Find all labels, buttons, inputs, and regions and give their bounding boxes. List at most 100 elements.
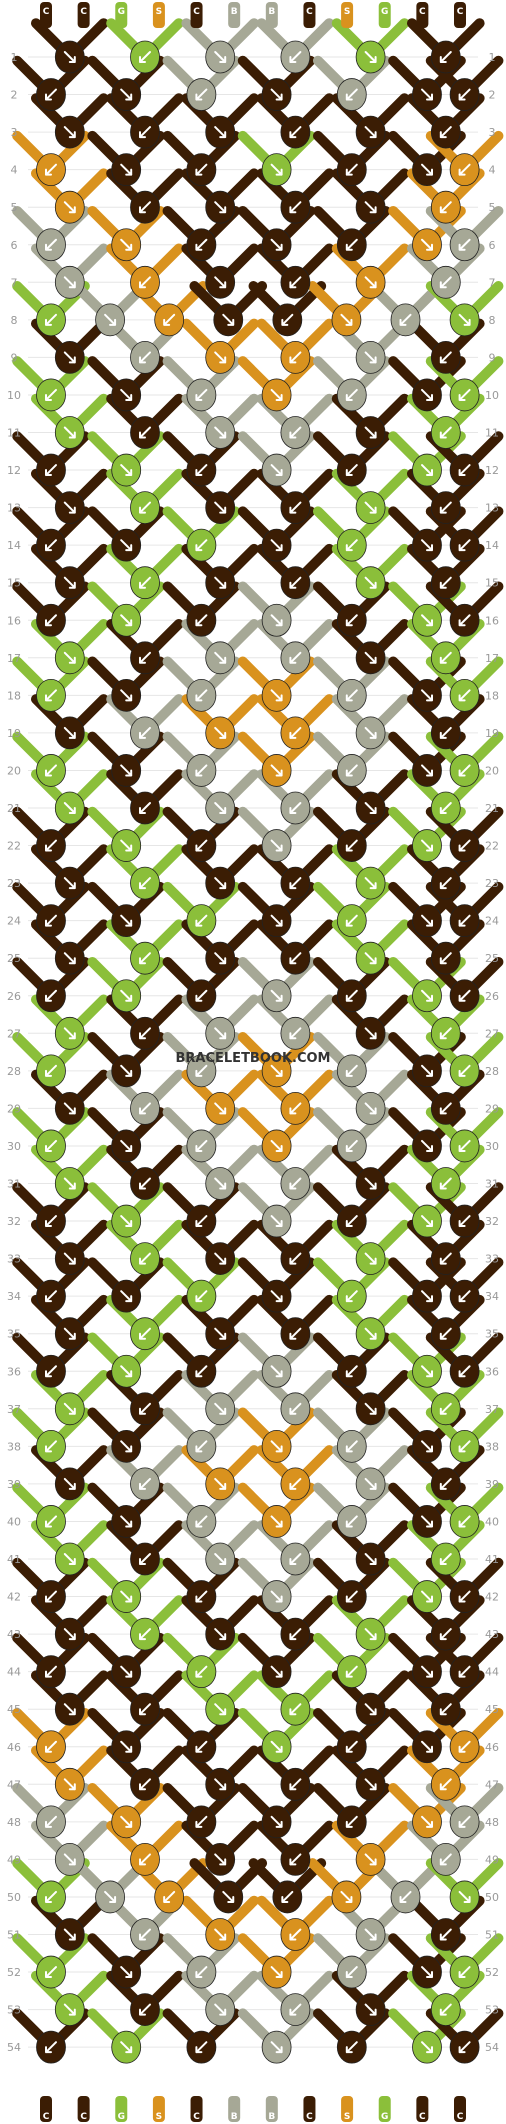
knot-arrow-icon [364, 576, 377, 589]
knot-arrow-icon [120, 1665, 133, 1678]
knot-arrow-icon [345, 1966, 358, 1979]
knot-arrow-icon [45, 614, 57, 627]
knot-arrow-icon [345, 388, 358, 401]
knot-arrow-icon [45, 1740, 57, 1753]
row-label-right: 3 [489, 126, 496, 139]
row-label-left: 46 [7, 1741, 21, 1754]
knot-arrow-icon [289, 426, 302, 439]
knot-arrow-icon [195, 1139, 208, 1152]
row-label-right: 38 [485, 1440, 499, 1453]
knot-arrow-icon [458, 839, 471, 852]
knot-arrow-icon [439, 1853, 452, 1866]
string-letter-bottom: C [43, 2112, 50, 2122]
knot-arrow-icon [214, 501, 227, 514]
knot-arrow-icon [120, 1740, 133, 1753]
knot-arrow-icon [270, 2041, 283, 2054]
row-label-left: 26 [7, 990, 21, 1003]
string-tail-bottom [341, 2096, 354, 2122]
knot-arrow-icon [458, 1665, 471, 1678]
knot-arrow-icon [214, 1027, 227, 1040]
knot-arrow-icon [364, 802, 377, 814]
string-letter-top: B [268, 7, 275, 17]
knot-arrow-icon [45, 1590, 57, 1603]
knot-arrow-icon [345, 1515, 358, 1528]
row-label-left: 29 [7, 1102, 21, 1115]
knot-arrow-icon [120, 1590, 133, 1603]
knot-arrow-icon [139, 877, 151, 890]
knot-arrow-icon [195, 1215, 208, 1228]
knot-arrow-icon [458, 1440, 471, 1453]
knot-arrow-icon [63, 2003, 76, 2016]
knot-arrow-icon [345, 839, 358, 852]
knot-arrow-icon [399, 313, 412, 326]
knot-arrow-icon [340, 313, 353, 326]
row-label-left: 53 [7, 2004, 21, 2017]
knot-arrow-icon [214, 1252, 227, 1265]
knot-arrow-icon [63, 1703, 76, 1716]
knot-arrow-icon [289, 1628, 302, 1641]
row-label-left: 18 [7, 689, 21, 702]
knot-arrow-icon [270, 689, 283, 702]
knot-arrow-icon [63, 1402, 76, 1415]
row-label-left: 19 [7, 727, 21, 740]
knot-arrow-icon [195, 1815, 208, 1828]
knot-arrow-icon [364, 1928, 377, 1941]
knot-arrow-icon [63, 1252, 76, 1265]
knot-arrow-icon [195, 1064, 208, 1077]
string-tail-bottom [115, 2096, 128, 2122]
row-label-left: 48 [7, 1816, 21, 1829]
knot-arrow-icon [289, 802, 302, 814]
row-label-left: 9 [11, 351, 18, 364]
knot-arrow-icon [120, 839, 133, 852]
knot-arrow-icon [139, 201, 151, 214]
knot-arrow-icon [120, 1515, 133, 1528]
row-label-right: 39 [485, 1478, 499, 1491]
knot-arrow-icon [214, 1477, 227, 1490]
string-tail-top [77, 2, 90, 28]
string-tail-bottom [77, 2096, 90, 2122]
knot-arrow-icon [364, 1553, 377, 1565]
knot-arrow-icon [364, 1703, 377, 1716]
knot-arrow-icon [345, 689, 358, 702]
row-label-right: 17 [485, 652, 499, 665]
knot-arrow-icon [289, 1402, 302, 1415]
knot-arrow-icon [45, 1966, 57, 1979]
row-label-left: 30 [7, 1140, 21, 1153]
knot-arrow-icon [345, 464, 358, 477]
knot-arrow-icon [214, 1703, 227, 1716]
string-tail-top [228, 2, 241, 28]
row-label-right: 34 [485, 1290, 499, 1303]
knot-arrow-icon [120, 764, 133, 777]
knot-arrow-icon [439, 1703, 452, 1716]
row-label-right: 11 [485, 427, 499, 440]
knot-arrow-icon [63, 51, 76, 63]
row-label-left: 3 [11, 126, 18, 139]
row-label-left: 52 [7, 1966, 21, 1979]
string-tail-bottom [378, 2096, 391, 2122]
row-label-right: 19 [485, 727, 499, 740]
knot-arrow-icon [45, 1139, 57, 1152]
string-letter-top: C [193, 7, 200, 17]
knot-arrow-icon [421, 1515, 433, 1528]
knot-arrow-icon [439, 1778, 452, 1791]
knot-arrow-icon [458, 1365, 471, 1378]
knot-arrow-icon [289, 1477, 302, 1490]
row-label-left: 27 [7, 1027, 21, 1040]
knot-arrow-icon [120, 689, 133, 702]
row-label-right: 1 [489, 51, 496, 64]
knot-arrow-icon [214, 1102, 227, 1115]
knot-arrow-icon [439, 952, 452, 965]
knot-arrow-icon [270, 1139, 283, 1152]
row-label-right: 9 [489, 351, 496, 364]
knot-arrow-icon [63, 1928, 76, 1941]
row-label-left: 14 [7, 539, 21, 552]
string-letter-bottom: C [80, 2112, 87, 2122]
knot-arrow-icon [270, 1966, 283, 1979]
knot-arrow-icon [45, 689, 57, 702]
knot-arrow-icon [439, 726, 452, 739]
knot-arrow-icon [364, 1853, 377, 1866]
knot-arrow-icon [345, 1139, 358, 1152]
row-label-left: 17 [7, 652, 21, 665]
knot-arrow-icon [458, 989, 471, 1002]
knot-arrow-icon [421, 1139, 433, 1152]
